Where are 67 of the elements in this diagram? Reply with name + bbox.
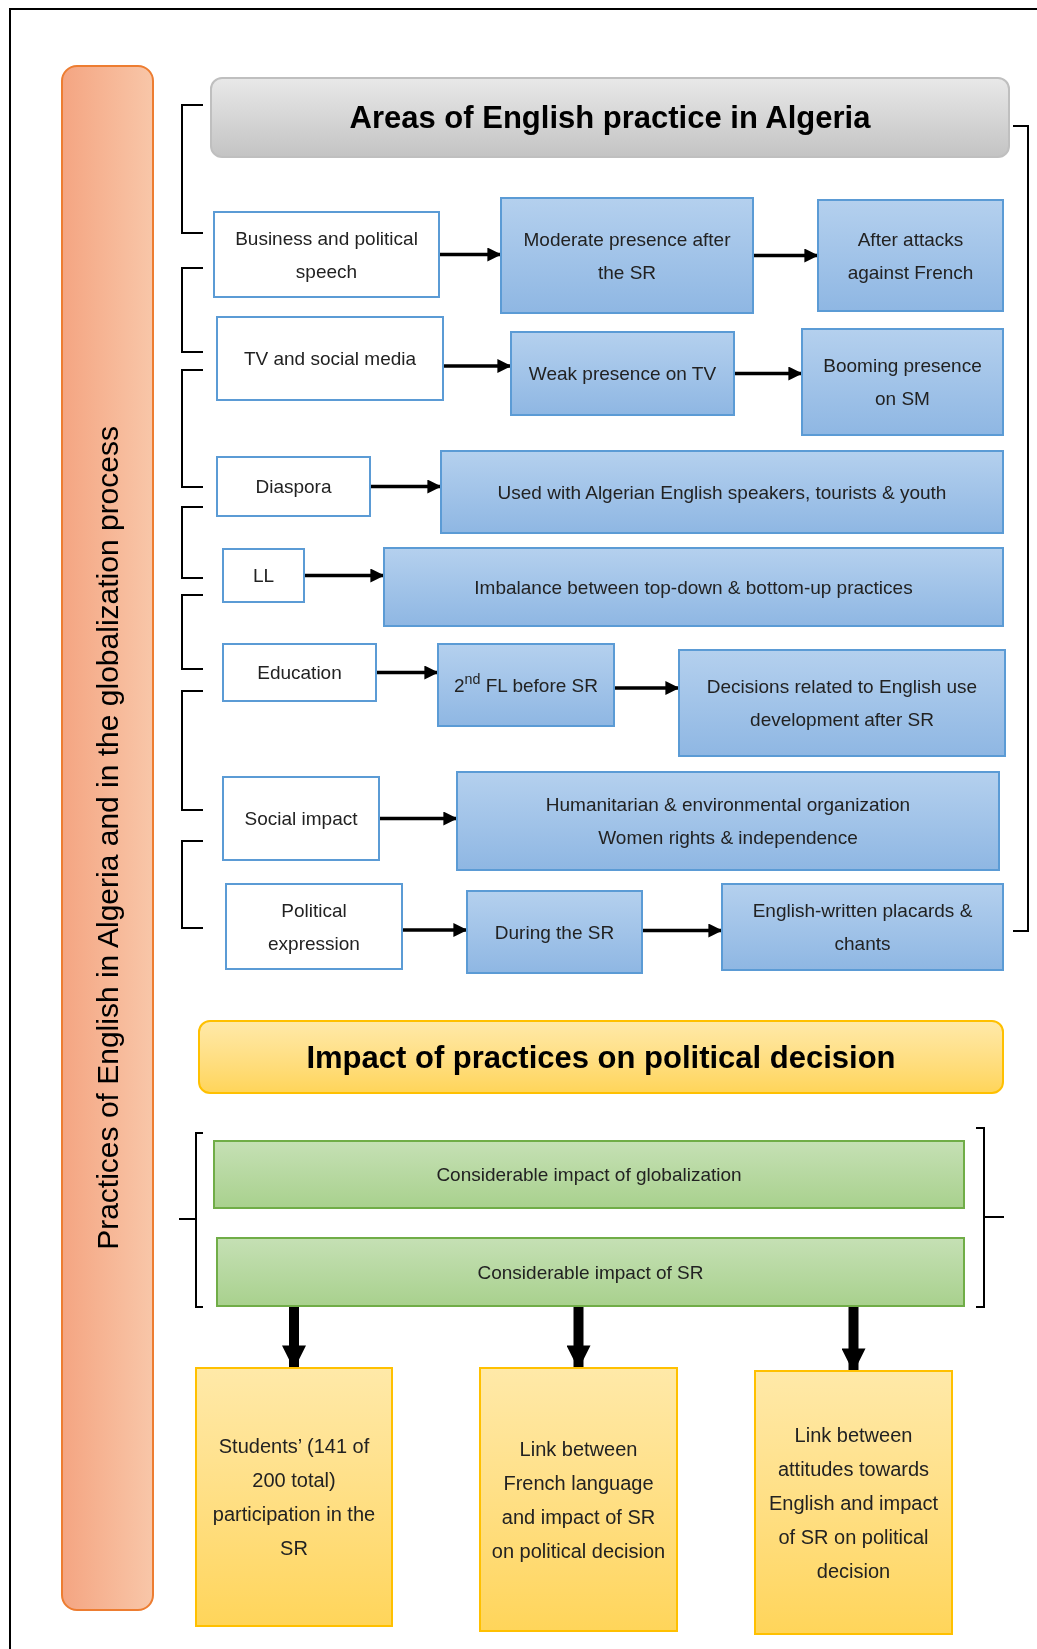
- box-text: Students’ (141 of 200 total) participation in the SR: [211, 1434, 377, 1561]
- box-text: Humanitarian & environmental organization: [545, 793, 911, 817]
- vertical-label: Practices of English in Algeria and in the globalization process: [90, 426, 125, 1250]
- arrow: [377, 665, 439, 680]
- description-box: [440, 450, 1004, 534]
- box-text: Considerable impact of SR: [477, 1260, 704, 1285]
- category-box: [213, 211, 440, 298]
- box-text: Link between French language and impact of SR on political decision: [490, 1436, 667, 1564]
- box-text: Diaspora: [255, 475, 332, 499]
- category-box: [222, 643, 377, 702]
- box-text: Political expression: [267, 898, 361, 956]
- box-text: Used with Algerian English speakers, tourists & youth: [497, 480, 947, 505]
- description-box: [500, 197, 754, 314]
- category-box: [225, 883, 403, 970]
- arrow: [643, 923, 723, 938]
- vertical-band: [61, 65, 154, 1611]
- arrow: [371, 479, 442, 494]
- box-text: TV and social media: [243, 347, 417, 371]
- box-text: After attacks against French: [846, 227, 975, 285]
- description-box: [817, 199, 1004, 312]
- title-box: [210, 77, 1010, 158]
- arrow: [735, 366, 803, 381]
- arrow: [444, 359, 512, 373]
- box-text: Impact of practices on political decision: [306, 1040, 896, 1074]
- box-text: Weak presence on TV: [528, 362, 717, 386]
- box-text: Imbalance between top-down & bottom-up practices: [474, 575, 913, 600]
- description-box: [678, 649, 1006, 757]
- box-text: Business and political speech: [234, 226, 419, 284]
- description-box: [437, 643, 615, 727]
- outcome-box: [479, 1367, 678, 1632]
- impact-box: [216, 1237, 965, 1307]
- heading-box: [198, 1020, 1004, 1094]
- box-text: Women rights & independence: [598, 826, 858, 850]
- arrow: [615, 681, 680, 695]
- arrow: [754, 248, 819, 263]
- arrow: [380, 811, 458, 826]
- description-box: [383, 547, 1004, 627]
- box-text: English-written placards & chants: [751, 899, 974, 956]
- box-text: Moderate presence after the SR: [522, 227, 732, 285]
- box-text: During the SR: [494, 920, 615, 945]
- arrow: [305, 568, 385, 583]
- box-text: Booming presence on SM: [822, 354, 983, 411]
- category-box: [216, 456, 371, 517]
- box-text: Areas of English practice in Algeria: [349, 101, 871, 134]
- description-box: [456, 771, 1000, 871]
- impact-box: [213, 1140, 965, 1209]
- category-box: [222, 548, 305, 603]
- arrow: [841, 1307, 866, 1373]
- arrow: [282, 1307, 306, 1370]
- box-text: LL: [252, 564, 275, 588]
- box-text: Link between attitudes towards English and impact of SR on political decision: [768, 1422, 939, 1584]
- arrow: [566, 1307, 591, 1370]
- category-box: [216, 316, 444, 401]
- description-box: [721, 883, 1004, 971]
- box-text: Education: [257, 661, 342, 685]
- box-text: Social impact: [244, 807, 358, 831]
- description-box: [466, 890, 643, 974]
- outcome-box: [754, 1370, 953, 1635]
- arrow: [440, 247, 502, 262]
- box-text: Considerable impact of globalization: [436, 1163, 742, 1187]
- box-text: 2$^{nd}$ FL before SR: [454, 670, 598, 698]
- box-text: Decisions related to English use development after SR: [705, 675, 979, 732]
- description-box: [801, 328, 1004, 436]
- outcome-box: [195, 1367, 393, 1627]
- description-box: [510, 331, 735, 416]
- category-box: [222, 776, 380, 861]
- arrow: [403, 923, 468, 937]
